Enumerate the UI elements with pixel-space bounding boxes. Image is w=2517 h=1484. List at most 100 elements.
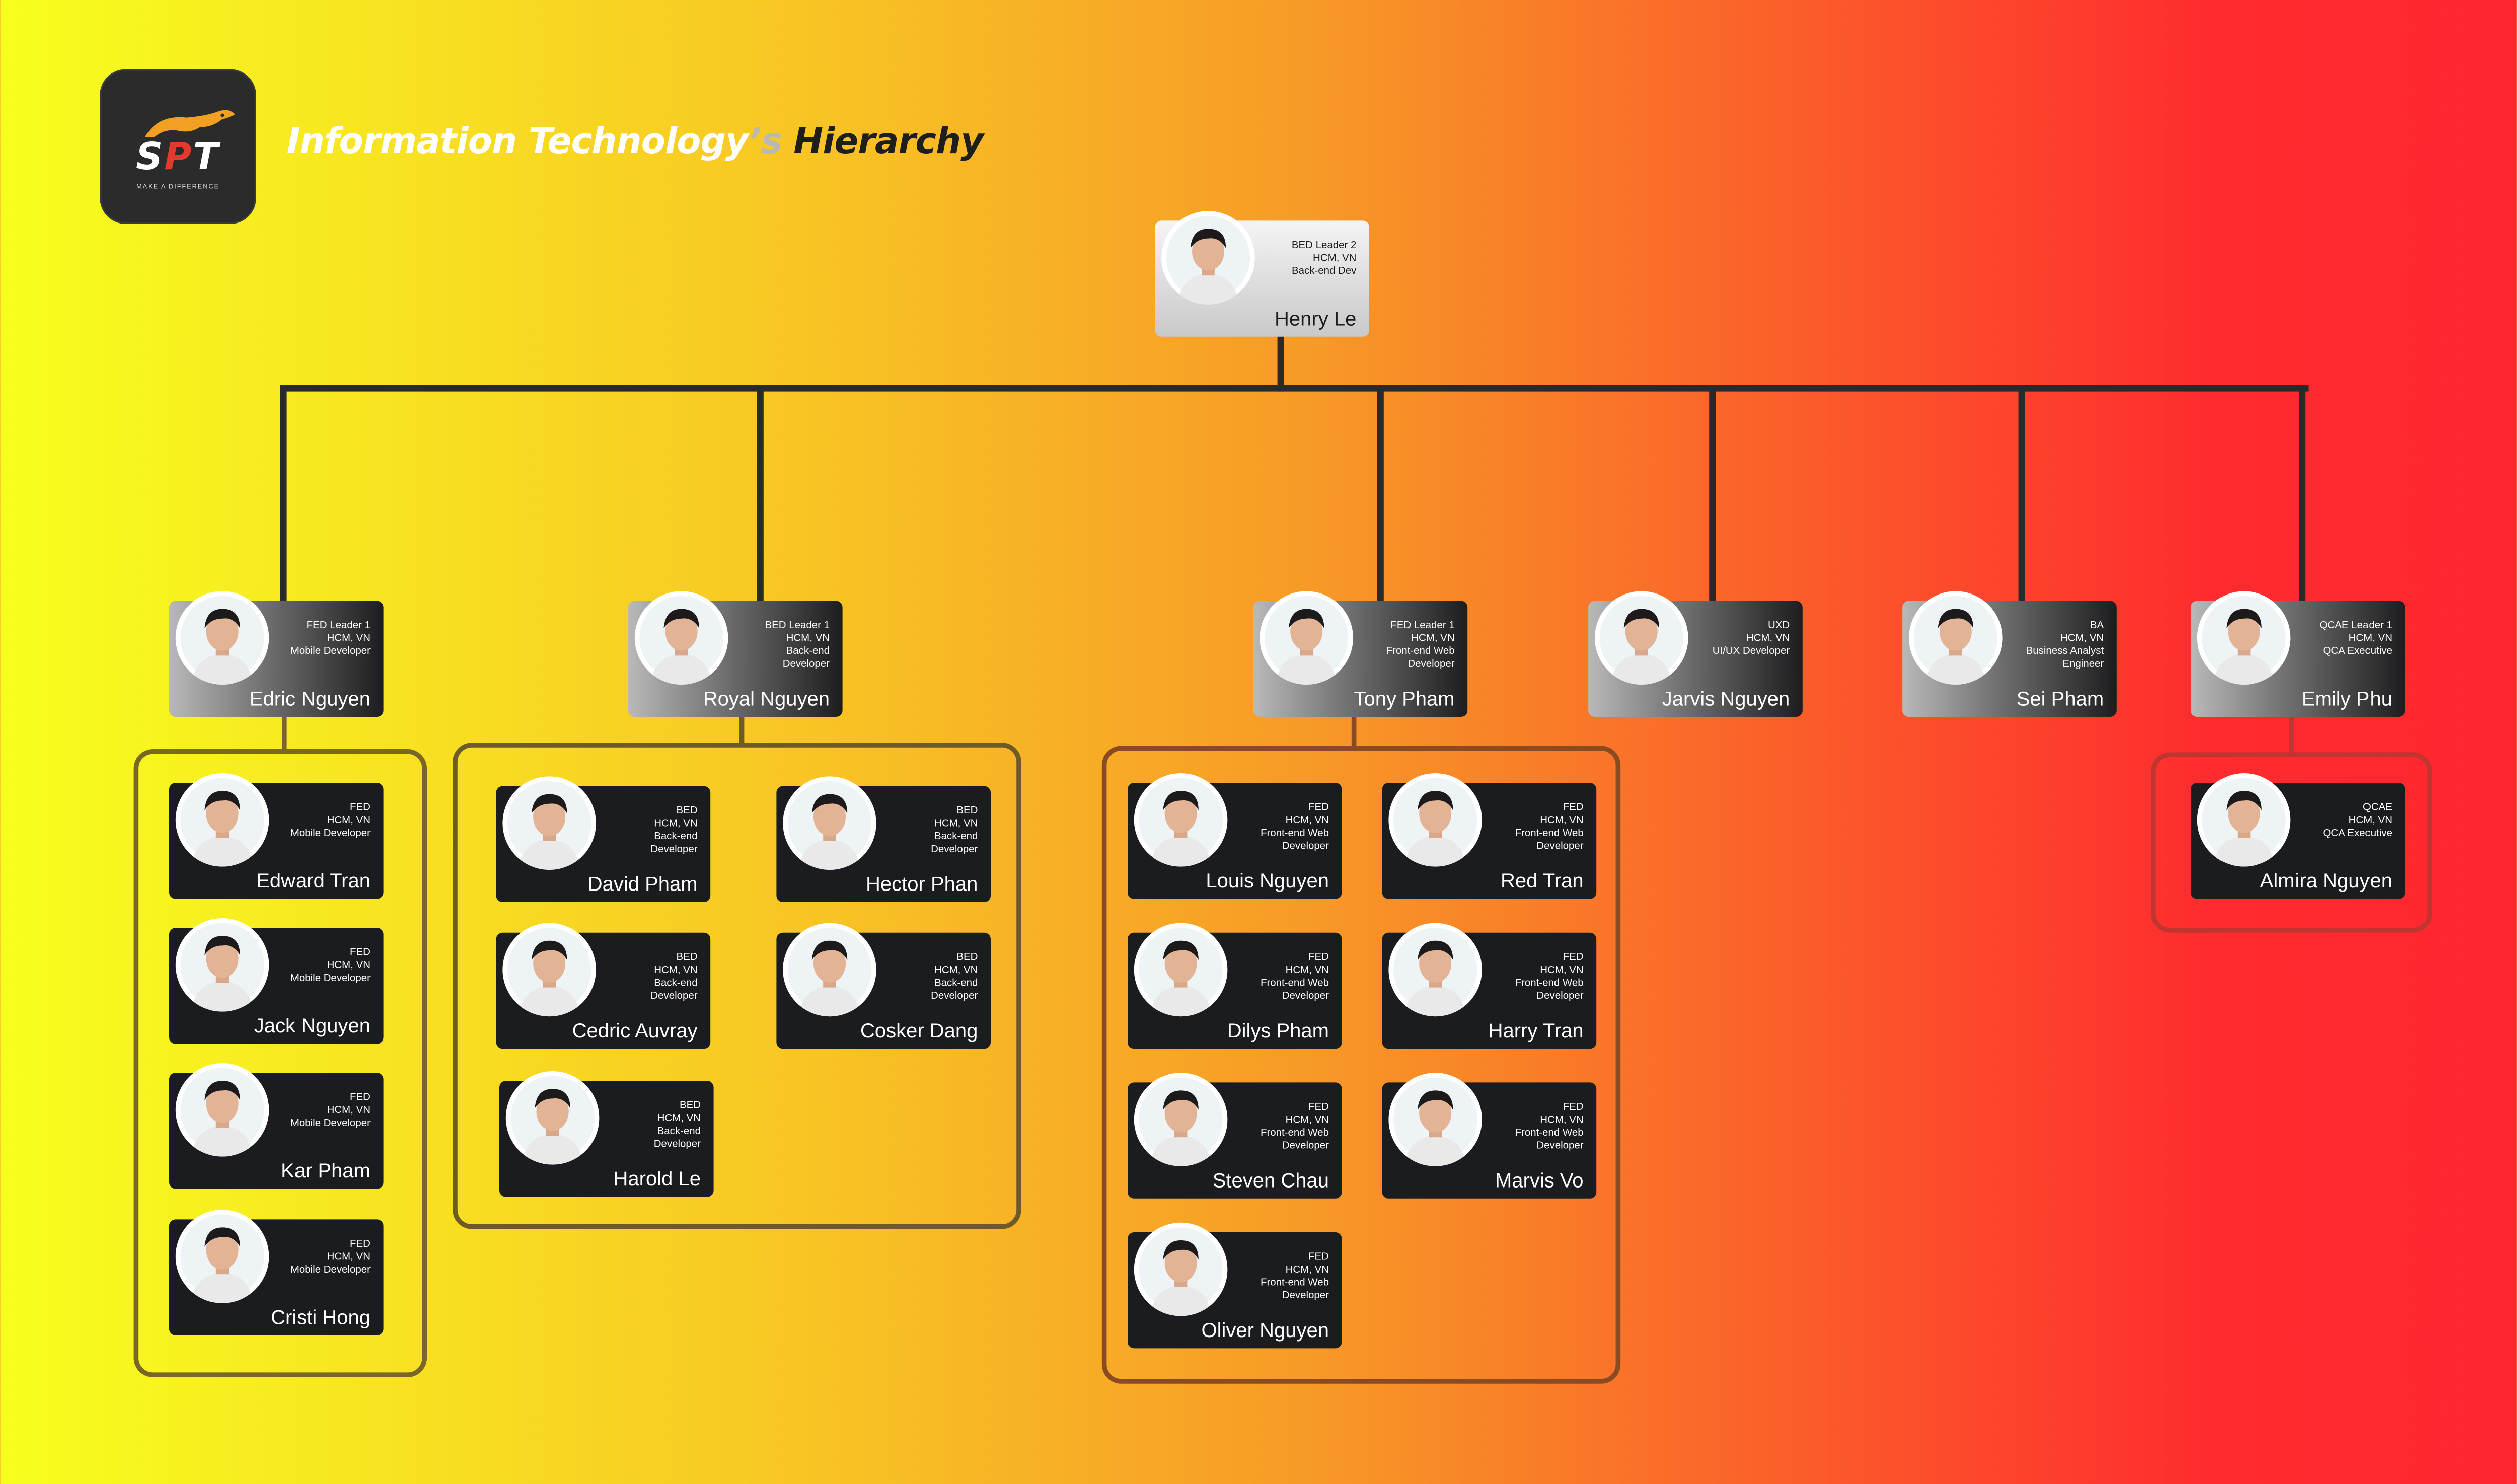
person-info: FED HCM, VN Front-end Web Developer: [1260, 1101, 1329, 1152]
person-info: BED HCM, VN Back-end Developer: [653, 1100, 701, 1150]
person-card-member[interactable]: FED HCM, VN Front-end Web Developer Harr…: [1382, 923, 1597, 1049]
connector-team-backend: [739, 715, 745, 745]
person-silhouette-icon: [1166, 215, 1250, 305]
person-card-member[interactable]: FED HCM, VN Front-end Web Developer Marv…: [1382, 1073, 1597, 1199]
portrait-photo: [502, 776, 596, 870]
person-card-member[interactable]: FED HCM, VN Mobile Developer Cristi Hong: [169, 1210, 384, 1335]
portrait-photo: [1388, 1073, 1482, 1166]
person-silhouette-icon: [1139, 1227, 1223, 1316]
portrait-photo: [783, 776, 876, 870]
person-info: BED HCM, VN Back-end Developer: [931, 805, 978, 856]
portrait-photo: [1388, 773, 1482, 867]
portrait-photo: [1260, 591, 1353, 685]
person-card-member[interactable]: FED HCM, VN Mobile Developer Edward Tran: [169, 773, 384, 899]
person-card-member[interactable]: BED HCM, VN Back-end Developer Cosker Da…: [776, 923, 991, 1049]
portrait-photo: [1161, 211, 1255, 305]
person-silhouette-icon: [1393, 1077, 1477, 1166]
team-frame-backend: [453, 743, 1021, 1229]
person-info: FED HCM, VN Mobile Developer: [290, 947, 371, 985]
person-name: Cristi Hong: [271, 1306, 371, 1329]
connector-drop-emily: [2299, 385, 2306, 603]
person-name: Kar Pham: [281, 1160, 371, 1182]
person-info: FED HCM, VN Front-end Web Developer: [1515, 952, 1584, 1002]
person-card-member[interactable]: FED HCM, VN Front-end Web Developer Red …: [1382, 773, 1597, 899]
logo-tagline: MAKE A DIFFERENCE: [136, 182, 220, 190]
person-info: FED HCM, VN Mobile Developer: [290, 1238, 371, 1276]
person-silhouette-icon: [1265, 596, 1349, 685]
person-name: Oliver Nguyen: [1201, 1319, 1329, 1342]
portrait-photo: [502, 923, 596, 1017]
connector-drop-edric: [280, 385, 287, 603]
person-info: BED Leader 2 HCM, VN Back-end Dev: [1291, 240, 1357, 277]
person-card-leader[interactable]: BED Leader 1 HCM, VN Back-end Developer …: [628, 591, 843, 717]
portrait-photo: [1134, 773, 1228, 867]
person-silhouette-icon: [180, 778, 264, 867]
person-name: Louis Nguyen: [1206, 870, 1329, 893]
person-name: Edric Nguyen: [249, 688, 371, 711]
person-silhouette-icon: [507, 928, 591, 1017]
portrait-photo: [783, 923, 876, 1017]
person-card-member[interactable]: BED HCM, VN Back-end Developer Hector Ph…: [776, 776, 991, 902]
person-card-henry-le[interactable]: BED Leader 2 HCM, VN Back-end Dev Henry …: [1155, 211, 1369, 337]
connector-team-qa: [2289, 715, 2294, 754]
person-card-member[interactable]: FED HCM, VN Mobile Developer Kar Pham: [169, 1063, 384, 1189]
portrait-photo: [175, 773, 269, 867]
person-silhouette-icon: [180, 1214, 264, 1303]
person-silhouette-icon: [1139, 1077, 1223, 1166]
person-card-leader[interactable]: UXD HCM, VN UI/UX Developer Jarvis Nguye…: [1588, 591, 1803, 717]
portrait-photo: [175, 918, 269, 1012]
person-name: Dilys Pham: [1227, 1019, 1329, 1043]
person-info: FED Leader 1 HCM, VN Mobile Developer: [290, 620, 371, 657]
person-name: Marvis Vo: [1495, 1169, 1584, 1192]
connector-team-mobile: [282, 715, 287, 751]
person-silhouette-icon: [507, 781, 591, 870]
person-name: Harold Le: [613, 1168, 701, 1191]
person-info: QCAE HCM, VN QCA Executive: [2323, 802, 2392, 840]
person-info: FED HCM, VN Mobile Developer: [290, 1092, 371, 1130]
person-card-member[interactable]: FED HCM, VN Mobile Developer Jack Nguyen: [169, 918, 384, 1044]
portrait-photo: [1134, 1073, 1228, 1166]
person-card-leader[interactable]: QCAE Leader 1 HCM, VN QCA Executive Emil…: [2191, 591, 2405, 717]
person-name: Sei Pham: [2016, 688, 2104, 711]
portrait-photo: [634, 591, 728, 685]
person-card-leader[interactable]: FED Leader 1 HCM, VN Mobile Developer Ed…: [169, 591, 384, 717]
person-name: David Pham: [587, 873, 698, 896]
person-card-member[interactable]: BED HCM, VN Back-end Developer Harold Le: [499, 1071, 714, 1197]
person-name: Henry Le: [1275, 308, 1357, 330]
person-name: Hector Phan: [866, 873, 978, 896]
person-silhouette-icon: [639, 596, 723, 685]
person-silhouette-icon: [787, 928, 872, 1017]
person-info: FED HCM, VN Front-end Web Developer: [1515, 1101, 1584, 1152]
person-card-leader[interactable]: FED Leader 1 HCM, VN Front-end Web Devel…: [1253, 591, 1468, 717]
portrait-photo: [1388, 923, 1482, 1017]
person-info: FED HCM, VN Front-end Web Developer: [1260, 1251, 1329, 1302]
person-card-member[interactable]: FED HCM, VN Front-end Web Developer Dily…: [1128, 923, 1342, 1049]
team-frame-frontend: [1101, 746, 1621, 1384]
person-silhouette-icon: [1393, 928, 1477, 1017]
company-logo: SPT MAKE A DIFFERENCE: [100, 69, 256, 224]
person-card-member[interactable]: BED HCM, VN Back-end Developer Cedric Au…: [496, 923, 711, 1049]
person-card-member[interactable]: BED HCM, VN Back-end Developer David Pha…: [496, 776, 711, 902]
person-info: QCAE Leader 1 HCM, VN QCA Executive: [2319, 620, 2392, 657]
person-name: Jack Nguyen: [254, 1015, 371, 1037]
person-info: FED HCM, VN Front-end Web Developer: [1515, 802, 1584, 852]
person-card-member[interactable]: QCAE HCM, VN QCA Executive Almira Nguyen: [2191, 773, 2405, 899]
person-name: Steven Chau: [1212, 1169, 1329, 1192]
person-name: Edward Tran: [256, 870, 371, 893]
person-info: BED HCM, VN Back-end Developer: [650, 805, 698, 856]
person-card-member[interactable]: FED HCM, VN Front-end Web Developer Stev…: [1128, 1073, 1342, 1199]
connector-top-stem: [1277, 333, 1284, 392]
person-card-leader[interactable]: BA HCM, VN Business Analyst Engineer Sei…: [1902, 591, 2117, 717]
person-silhouette-icon: [2202, 596, 2286, 685]
connector-drop-jarvis: [1709, 385, 1716, 603]
person-name: Harry Tran: [1488, 1019, 1584, 1043]
person-card-member[interactable]: FED HCM, VN Front-end Web Developer Loui…: [1128, 773, 1342, 899]
person-silhouette-icon: [180, 1068, 264, 1157]
connector-team-frontend: [1351, 715, 1357, 748]
person-silhouette-icon: [1139, 778, 1223, 867]
person-silhouette-icon: [1913, 596, 1997, 685]
person-silhouette-icon: [787, 781, 872, 870]
person-name: Almira Nguyen: [2260, 870, 2392, 893]
person-info: FED HCM, VN Mobile Developer: [290, 802, 371, 840]
person-card-member[interactable]: FED HCM, VN Front-end Web Developer Oliv…: [1128, 1222, 1342, 1349]
